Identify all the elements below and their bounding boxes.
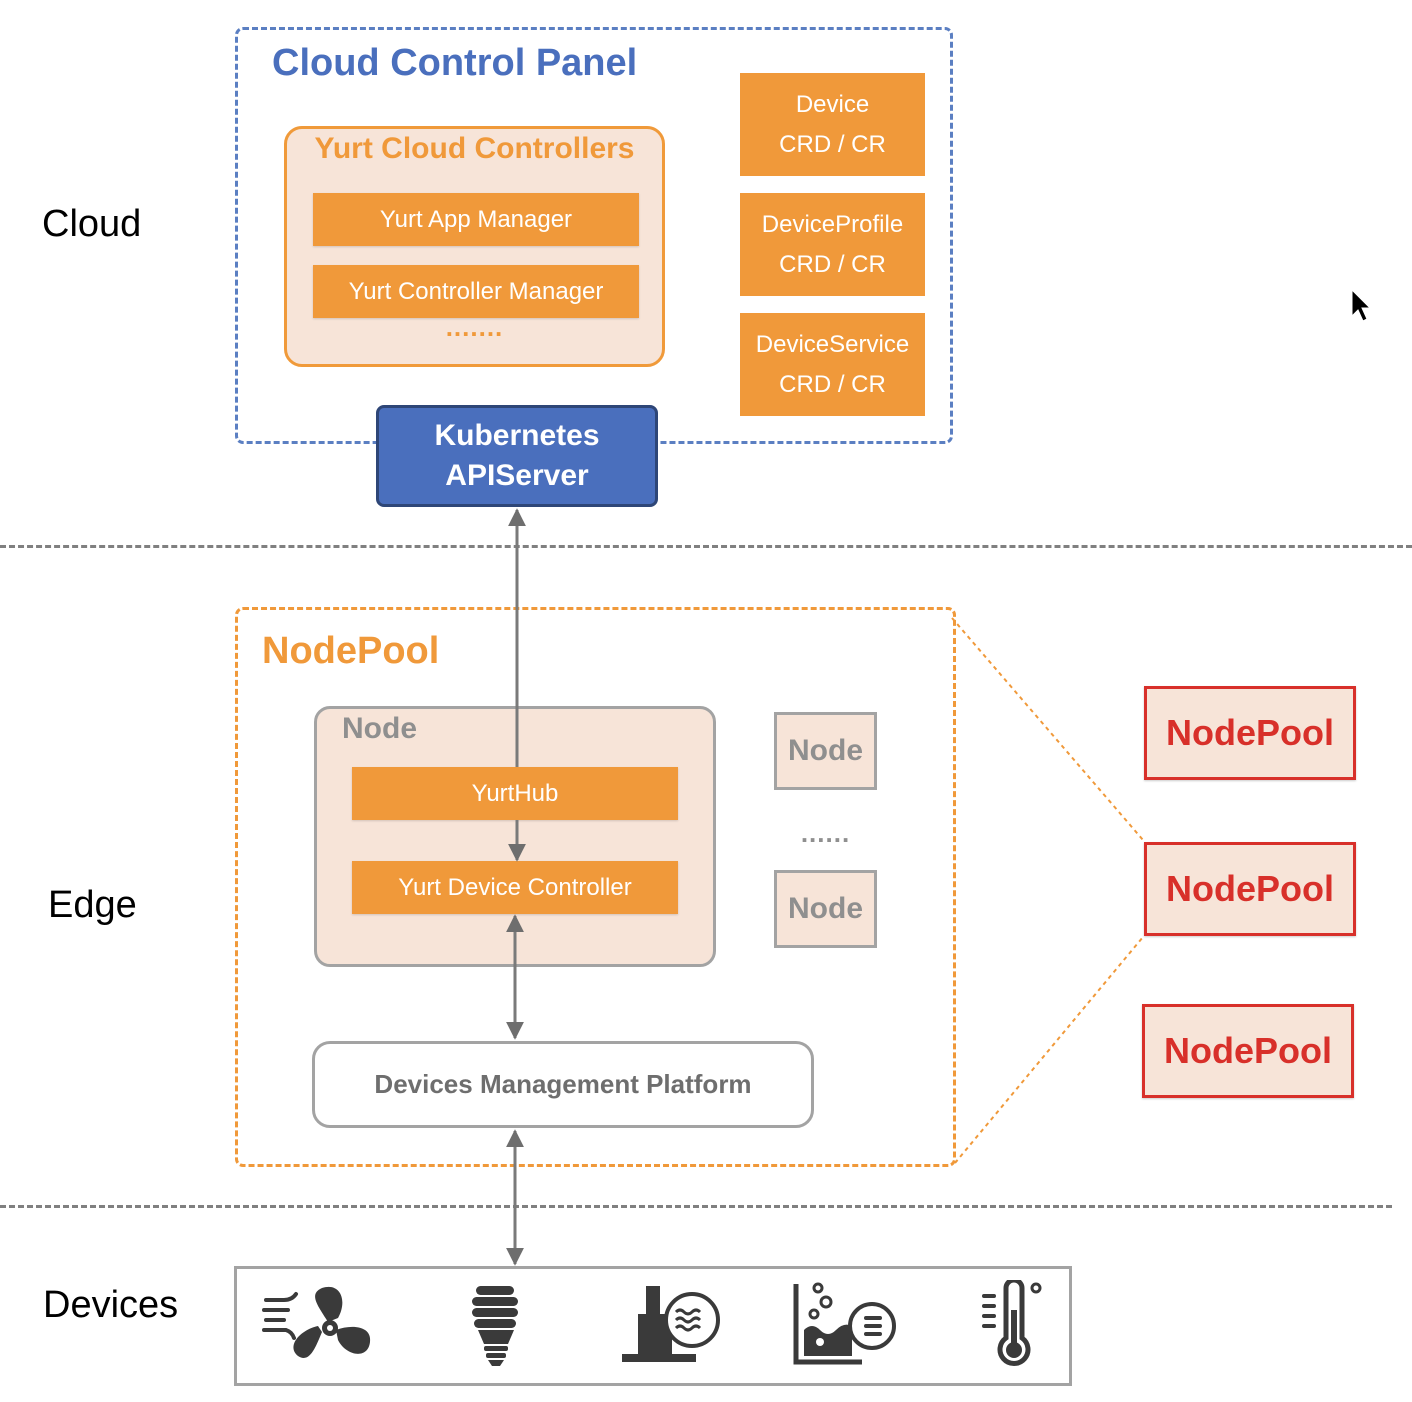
edge-devices-divider	[0, 1205, 1392, 1208]
yurt-cloud-controllers-box	[284, 126, 665, 367]
light-bulb-icon	[472, 1286, 518, 1366]
nodepool-box-2: NodePool	[1144, 842, 1356, 936]
layer-label-cloud: Cloud	[42, 203, 142, 245]
apiserver-line1: Kubernetes	[434, 419, 600, 452]
nodepool-zoom-line-top	[951, 617, 1144, 841]
yurt-cloud-controllers-title: Yurt Cloud Controllers	[314, 132, 635, 165]
yurt-app-manager-box: Yurt App Manager	[313, 193, 639, 246]
cloud-edge-divider	[0, 545, 1412, 548]
device-crd-box: Device CRD / CR	[740, 73, 925, 176]
layer-label-edge: Edge	[48, 884, 137, 926]
deviceservice-crd-line1: DeviceService	[755, 330, 910, 358]
device-crd-line1: Device	[795, 90, 870, 118]
yurt-device-controller-box: Yurt Device Controller	[352, 861, 678, 914]
cloud-control-panel-title: Cloud Control Panel	[272, 42, 638, 84]
device-crd-line2: CRD / CR	[779, 130, 886, 158]
controllers-ellipsis: .......	[445, 312, 504, 342]
yurt-controller-manager-box: Yurt Controller Manager	[313, 265, 639, 318]
yurthub-box: YurtHub	[352, 767, 678, 820]
thermometer-icon	[982, 1280, 1042, 1366]
nodepool-panel-title: NodePool	[262, 630, 440, 672]
devices-management-platform-box: Devices Management Platform	[312, 1041, 814, 1128]
deviceprofile-crd-box: DeviceProfile CRD / CR	[740, 193, 925, 296]
fan-icon	[262, 1286, 371, 1358]
node-box-small: Node	[774, 870, 877, 948]
deviceservice-crd-line2: CRD / CR	[779, 370, 886, 398]
mouse-cursor-icon	[1351, 288, 1372, 322]
water-meter-icon	[622, 1286, 720, 1362]
node-title: Node	[342, 712, 417, 745]
nodepool-zoom-line-bottom	[954, 936, 1144, 1164]
deviceprofile-crd-line1: DeviceProfile	[761, 210, 904, 238]
nodepool-box-1: NodePool	[1144, 686, 1356, 780]
deviceprofile-crd-line2: CRD / CR	[779, 250, 886, 278]
kubernetes-apiserver-box: Kubernetes APIServer	[376, 405, 658, 507]
apiserver-line2: APIServer	[445, 459, 589, 492]
nodepool-panel	[235, 607, 956, 1167]
deviceservice-crd-box: DeviceService CRD / CR	[740, 313, 925, 416]
layer-label-devices: Devices	[43, 1284, 179, 1326]
node-box-small: Node	[774, 712, 877, 790]
nodepool-box-3: NodePool	[1142, 1004, 1354, 1098]
nodes-ellipsis: ......	[800, 818, 851, 848]
chemical-sensor-icon	[793, 1282, 896, 1365]
